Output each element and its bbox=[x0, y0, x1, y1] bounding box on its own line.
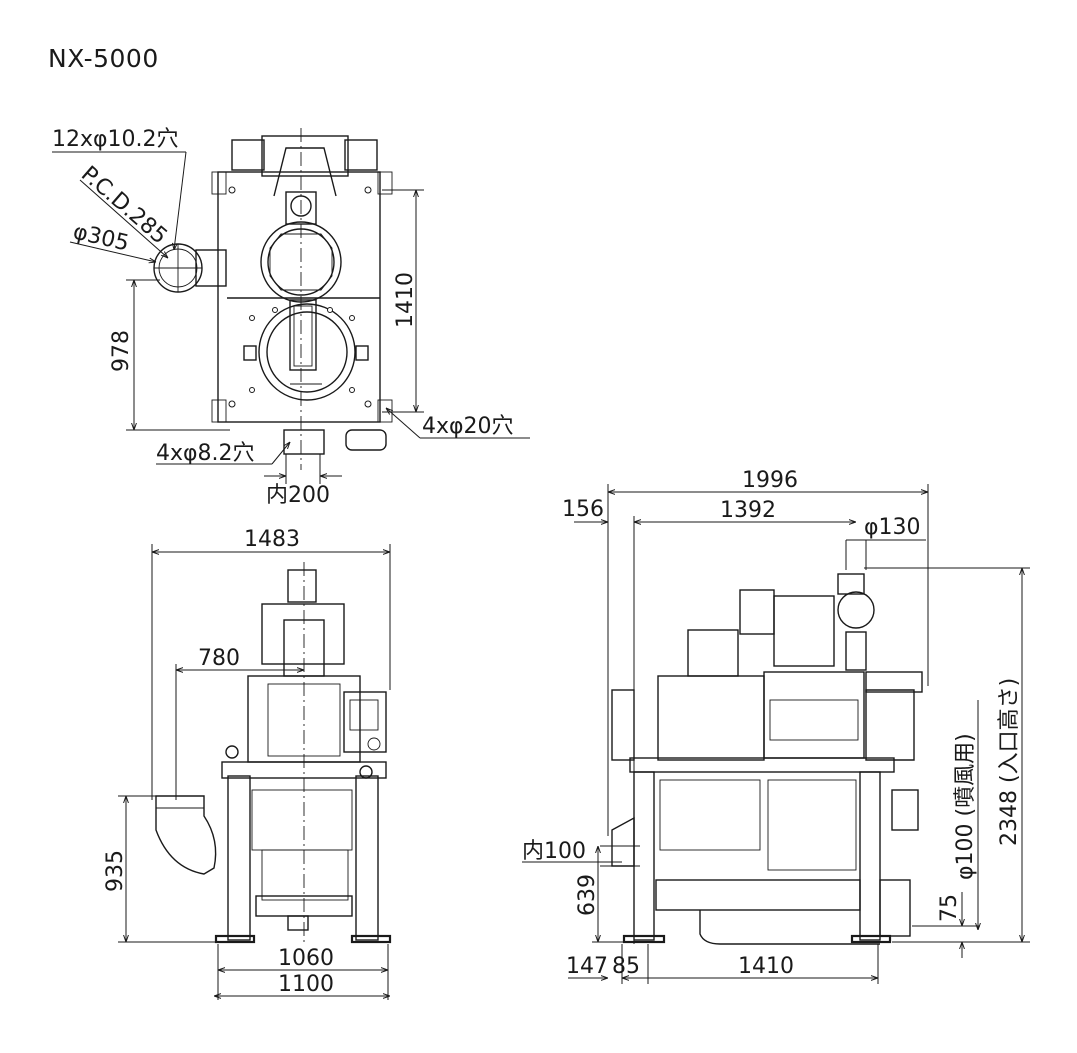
dim-1410-side: 1410 bbox=[738, 954, 794, 979]
dim-85: 85 bbox=[612, 954, 640, 979]
dim-156: 156 bbox=[562, 497, 604, 522]
dim-1996: 1996 bbox=[742, 468, 798, 493]
front-view: 1483 780 935 1060 1100 bbox=[103, 527, 392, 1000]
top-view: 12xφ10.2穴 P.C.D.285 φ305 978 1410 4xφ20穴… bbox=[52, 127, 530, 508]
holes-4x20-label: 4xφ20穴 bbox=[422, 414, 514, 439]
dim-2348: 2348 (入口高さ) bbox=[997, 678, 1022, 846]
phi100-label: φ100 (噴風用) bbox=[953, 733, 978, 880]
dim-978: 978 bbox=[109, 330, 134, 372]
dim-1410-top: 1410 bbox=[393, 272, 418, 328]
dim-75: 75 bbox=[937, 894, 962, 922]
phi130-label: φ130 bbox=[864, 515, 921, 540]
dim-935: 935 bbox=[103, 850, 128, 892]
dim-1483: 1483 bbox=[244, 527, 300, 552]
holes-4x8-label: 4xφ8.2穴 bbox=[156, 441, 255, 466]
dim-1100: 1100 bbox=[278, 972, 334, 997]
dim-780: 780 bbox=[198, 646, 240, 671]
dim-147: 147 bbox=[566, 954, 608, 979]
phi305-label: φ305 bbox=[71, 219, 132, 256]
dim-1392: 1392 bbox=[720, 498, 776, 523]
dim-1060: 1060 bbox=[278, 946, 334, 971]
side-view: 1996 156 1392 φ130 2348 (入口高さ) φ100 (噴風用… bbox=[522, 468, 1030, 984]
inner100-label: 内100 bbox=[522, 839, 586, 864]
flange-holes-label: 12xφ10.2穴 bbox=[52, 127, 179, 152]
dim-639: 639 bbox=[575, 874, 600, 916]
model-title: NX-5000 bbox=[48, 44, 159, 73]
inner200-label: 内200 bbox=[266, 483, 330, 508]
